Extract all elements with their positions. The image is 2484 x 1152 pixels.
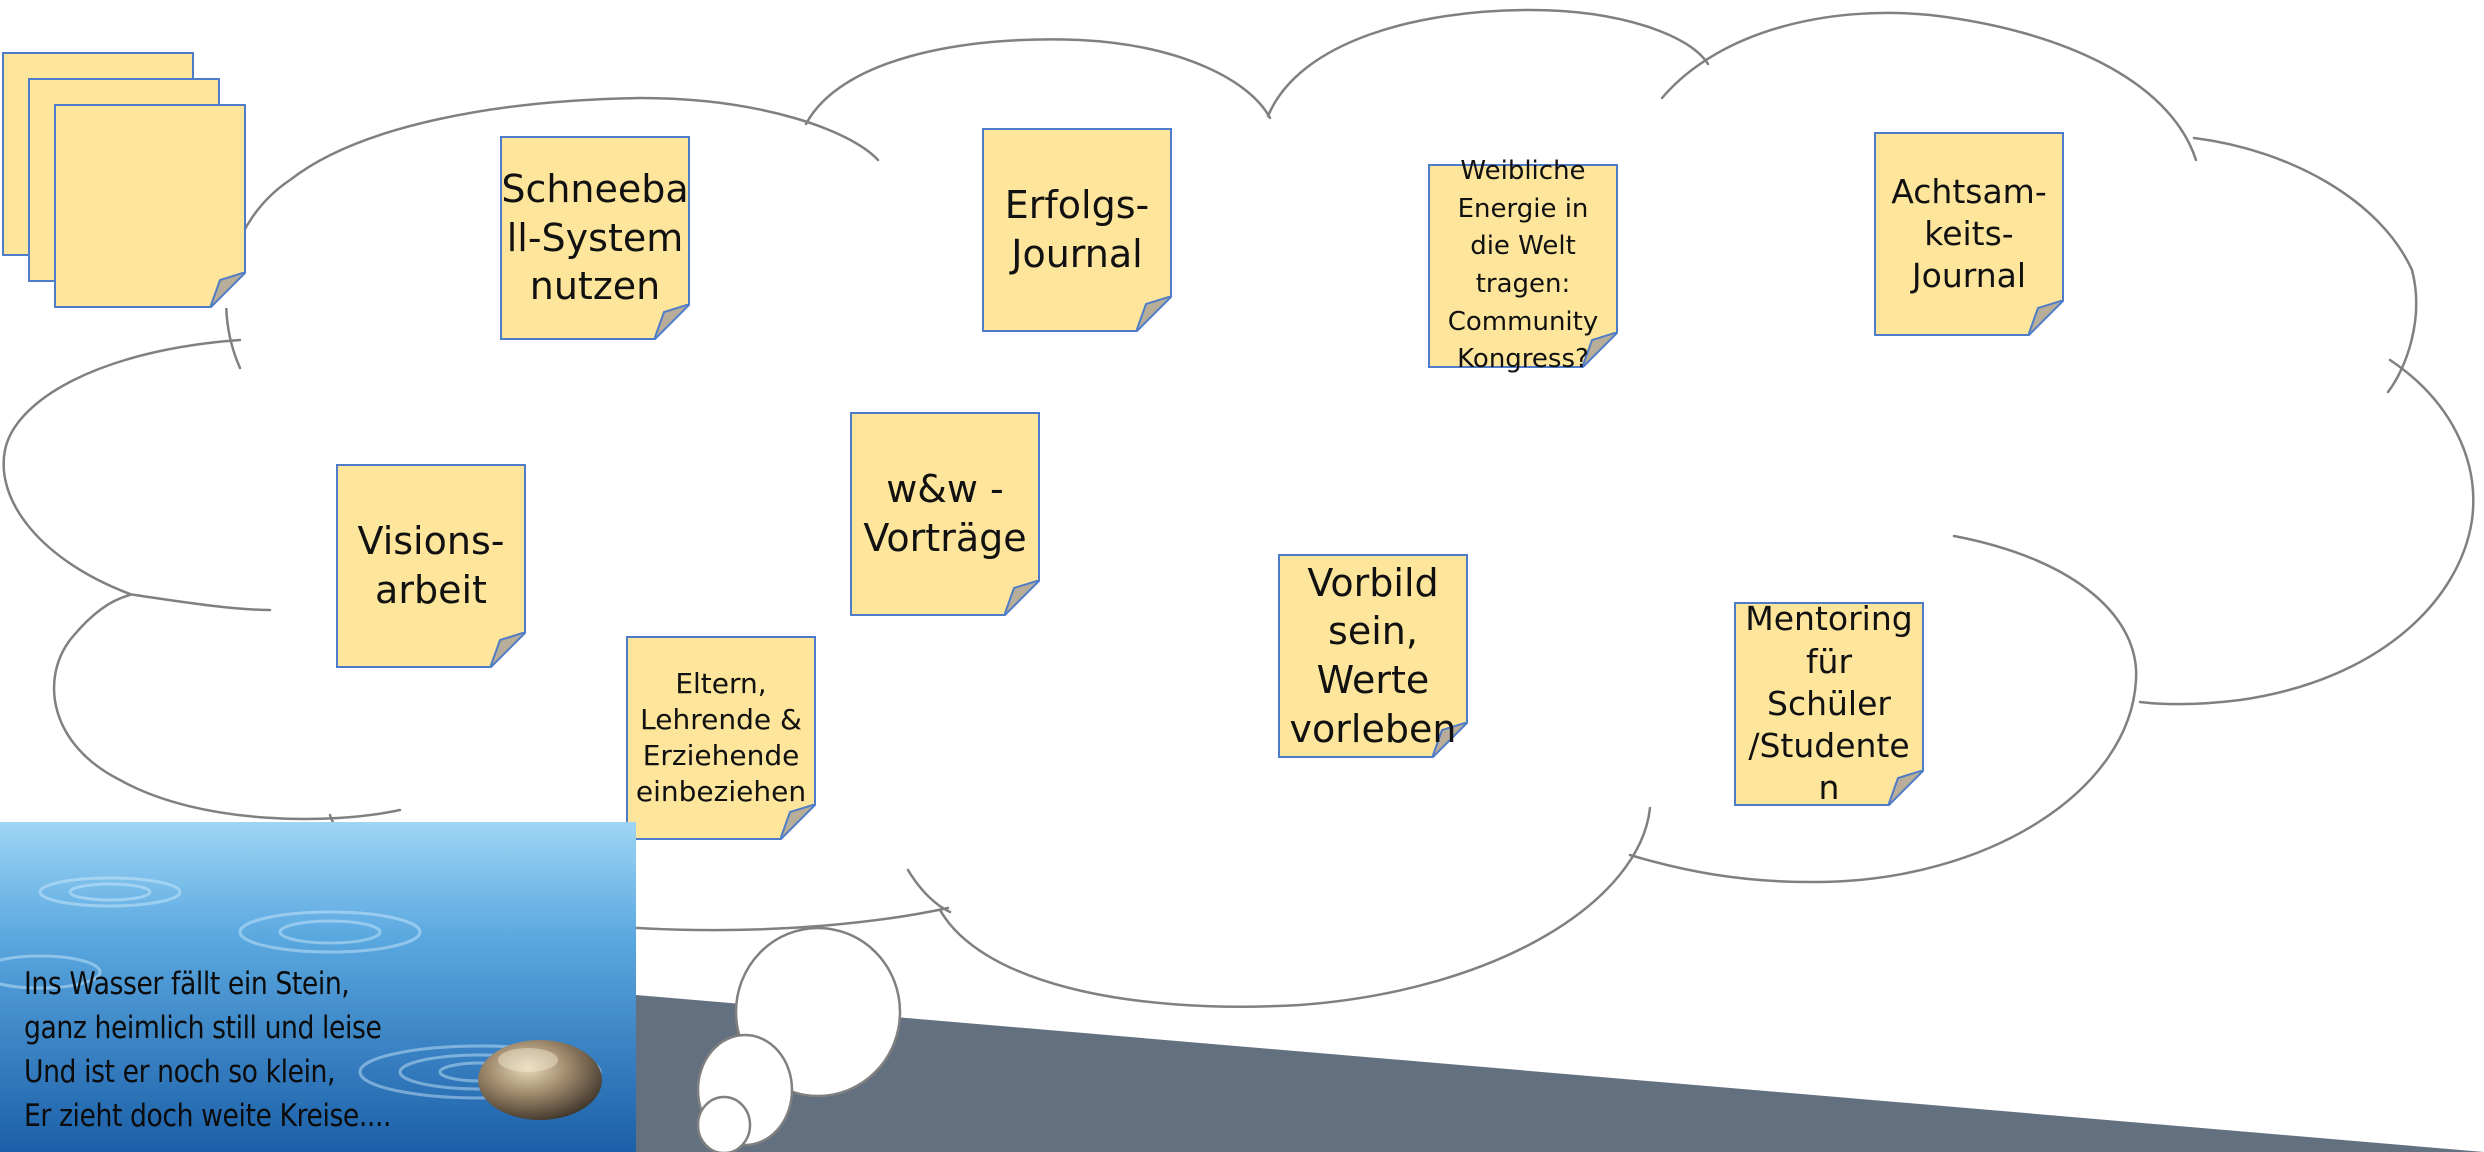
poem-text: Ins Wasser fällt ein Stein, ganz heimlic… (24, 962, 451, 1138)
note-vortraege[interactable]: w&w - Vorträge (850, 412, 1040, 616)
page-curl-icon (1888, 770, 1924, 806)
poem-line: Er zieht doch weite Kreise.... (24, 1098, 392, 1134)
note-achtsam[interactable]: Achtsam- keits- Journal (1874, 132, 2064, 336)
note-eltern[interactable]: Eltern, Lehrende & Erziehende einbeziehe… (626, 636, 816, 840)
note-schneeball[interactable]: Schneeba ll-System nutzen (500, 136, 690, 340)
note-text: w&w - Vorträge (863, 467, 1027, 560)
note-text: Weibliche Energie in die Welt tragen: Co… (1447, 155, 1599, 375)
page-curl-icon (1136, 296, 1172, 332)
note-text: Vorbild sein, Werte vorleben (1289, 560, 1457, 751)
poem-line: Und ist er noch so klein, (24, 1054, 336, 1090)
note-text: Eltern, Lehrende & Erziehende einbeziehe… (635, 667, 807, 808)
note-mentoring[interactable]: Mentoring für Schüler /Studente n (1734, 599, 1924, 807)
note-text: Schneeba ll-System nutzen (501, 167, 689, 309)
water-image (0, 822, 636, 1152)
note-text: Achtsam- keits- Journal (1891, 171, 2047, 296)
note-weibliche[interactable]: Weibliche Energie in die Welt tragen: Co… (1428, 156, 1618, 374)
note-text: Erfolgs- Journal (1004, 183, 1150, 276)
page-curl-icon (780, 804, 816, 840)
note-vorbild[interactable]: Vorbild sein, Werte vorleben (1278, 554, 1468, 758)
page-curl-icon (490, 632, 526, 668)
page-curl-icon (1432, 722, 1468, 758)
note-erfolgs[interactable]: Erfolgs- Journal (982, 128, 1172, 332)
poem-line: ganz heimlich still und leise (24, 1010, 382, 1046)
page-curl-icon (210, 272, 246, 308)
page-curl-icon (654, 304, 690, 340)
thought-cloud (0, 5, 2475, 1010)
page-curl-icon (1004, 580, 1040, 616)
note-visions[interactable]: Visions- arbeit (336, 464, 526, 668)
poem-line: Ins Wasser fällt ein Stein, (24, 966, 350, 1002)
thought-bubbles (696, 926, 902, 1152)
page-curl-icon (2028, 300, 2064, 336)
note-text: Mentoring für Schüler /Studente n (1745, 599, 1913, 808)
floor-wedge (636, 995, 2484, 1152)
stone-icon (478, 1040, 602, 1120)
poem-image-panel: Ins Wasser fällt ein Stein, ganz heimlic… (0, 822, 636, 1152)
page-curl-icon (1582, 332, 1618, 368)
note-text: Visions- arbeit (357, 519, 505, 612)
